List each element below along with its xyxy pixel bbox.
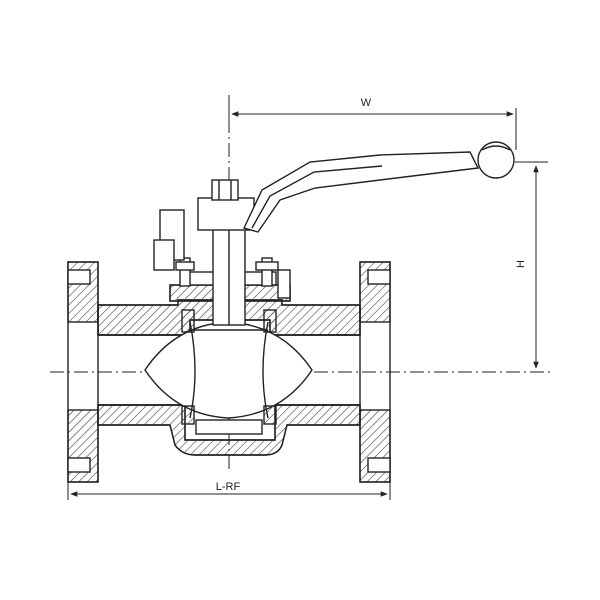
lower-right-seat bbox=[263, 405, 277, 425]
dimension-w-label: W bbox=[361, 97, 372, 109]
dimension-w bbox=[228, 108, 517, 150]
dimension-h-label: H bbox=[515, 260, 527, 268]
valve-stem bbox=[212, 224, 246, 326]
left-seat bbox=[181, 309, 195, 333]
dimension-l-rf-label: L-RF bbox=[216, 481, 241, 493]
handle-lever bbox=[243, 141, 515, 233]
bottom-trunnion bbox=[195, 419, 263, 435]
dimension-l-rf bbox=[67, 482, 391, 500]
valve-ball bbox=[144, 321, 313, 419]
lower-left-seat bbox=[181, 405, 195, 425]
handle-hub bbox=[197, 179, 255, 231]
right-flange bbox=[359, 261, 391, 483]
valve-body-lower bbox=[97, 404, 361, 456]
stop-plate bbox=[153, 209, 185, 271]
left-flange bbox=[67, 261, 99, 483]
dimension-h bbox=[515, 161, 548, 369]
bonnet-bolts bbox=[175, 257, 291, 299]
right-seat bbox=[263, 309, 277, 333]
